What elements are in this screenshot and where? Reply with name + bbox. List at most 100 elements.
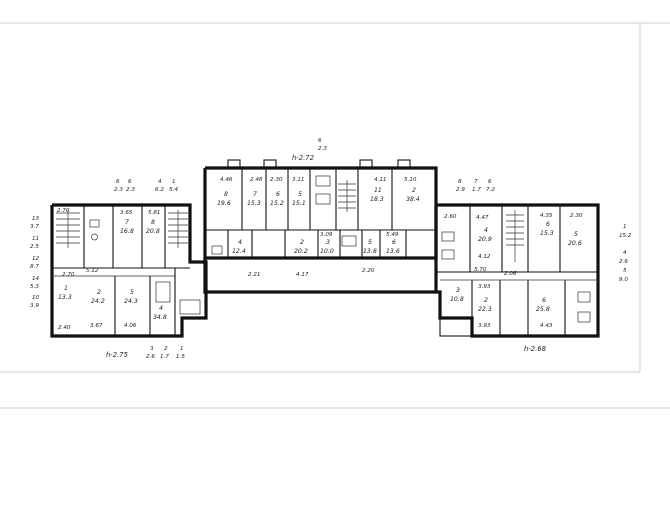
dimension: 4.43	[540, 323, 553, 329]
axis-mark: 6	[128, 179, 132, 185]
svg-text:24.2: 24.2	[91, 298, 105, 305]
room-label: 220.2	[294, 239, 308, 255]
room-label: 819.6	[217, 191, 231, 207]
dimension: 3.65	[120, 210, 133, 216]
svg-text:8: 8	[151, 219, 155, 226]
central-partitions	[205, 159, 436, 258]
svg-text:2: 2	[300, 239, 304, 246]
axis-mark: 1	[180, 346, 184, 352]
axis-mark: 2.5	[30, 244, 39, 250]
svg-text:15.3: 15.3	[540, 230, 554, 237]
axis-mark: 2.9	[456, 187, 465, 193]
room-labels: 716.8 820.8 113.3 224.2 524.3 434.8 819.…	[58, 187, 582, 321]
axis-mark: 6	[488, 179, 492, 185]
svg-text:11: 11	[374, 187, 382, 194]
room-label: 11 18.3	[370, 187, 384, 203]
axis-mark: 1.5	[176, 354, 185, 360]
svg-text:12.4: 12.4	[232, 248, 246, 255]
level-left: h-2.75	[106, 351, 128, 359]
axis-mark: 2.3	[126, 187, 135, 193]
svg-text:5: 5	[298, 191, 302, 198]
svg-text:5: 5	[368, 239, 372, 246]
room-label: 820.8	[146, 219, 160, 235]
room-label: 222.3	[478, 297, 492, 313]
room-label: 113.3	[58, 285, 72, 301]
svg-text:4: 4	[159, 305, 163, 312]
svg-text:4: 4	[238, 239, 242, 246]
svg-text:20.6: 20.6	[568, 240, 582, 247]
axis-mark: 4	[158, 179, 162, 185]
axis-mark: 1.7	[472, 187, 481, 193]
svg-text:15.1: 15.1	[292, 200, 306, 207]
dimension: 2.40	[58, 325, 71, 331]
svg-text:19.6: 19.6	[217, 200, 231, 207]
dimension: 3.11	[292, 177, 304, 183]
svg-text:15.2: 15.2	[270, 200, 284, 207]
axis-mark: 1	[623, 224, 627, 230]
room-label: 524.3	[124, 289, 138, 305]
dimension: 2.21	[248, 272, 260, 278]
room-label: 224.2	[91, 289, 105, 305]
axis-mark: 14	[32, 276, 40, 282]
dimension: 4.47	[476, 215, 489, 221]
axis-mark: 2	[164, 346, 168, 352]
svg-text:15.3: 15.3	[247, 200, 261, 207]
axis-mark: 2.3	[318, 146, 327, 152]
svg-text:2: 2	[412, 187, 416, 194]
room-label: 420.9	[478, 227, 492, 243]
room-label: 310.8	[450, 287, 464, 303]
svg-text:2: 2	[97, 289, 101, 296]
svg-text:20.2: 20.2	[294, 248, 308, 255]
room-label: 310.0	[320, 239, 334, 255]
svg-text:4: 4	[484, 227, 488, 234]
svg-text:13.3: 13.3	[58, 294, 72, 301]
axis-mark: 3.9	[30, 303, 39, 309]
axis-mark: 2.6	[146, 354, 155, 360]
dimension: 3.93	[478, 284, 491, 290]
svg-text:6: 6	[392, 239, 396, 246]
room-label: 613.6	[386, 239, 400, 255]
right-wing-partitions	[436, 205, 598, 337]
dimension: 2.60	[444, 214, 457, 220]
room-label: 615.2	[270, 191, 284, 207]
dimension: 2.48	[250, 177, 263, 183]
dimension: 2.70	[57, 208, 70, 214]
svg-text:3: 3	[326, 239, 330, 246]
axis-mark: 4	[623, 250, 627, 256]
axis-mark: 5.3	[30, 284, 39, 290]
room-label: 615.3	[540, 221, 554, 237]
dimension: 3.93	[478, 323, 491, 329]
svg-text:10.8: 10.8	[450, 296, 464, 303]
svg-text:20.9: 20.9	[478, 236, 492, 243]
dimension: 3.09	[320, 232, 333, 238]
svg-text:2: 2	[484, 297, 488, 304]
axis-mark: 7.2	[486, 187, 495, 193]
dimension: 2.30	[270, 177, 283, 183]
room-label: 434.8	[153, 305, 167, 321]
level-top: h-2.72	[292, 154, 314, 162]
axis-mark: 5.4	[169, 187, 178, 193]
svg-text:25.8: 25.8	[536, 306, 550, 313]
room-label: 513.8	[363, 239, 377, 255]
svg-text:18.3: 18.3	[370, 196, 384, 203]
axis-mark: 10	[32, 295, 40, 301]
axis-mark: 7	[474, 179, 478, 185]
axis-mark: 2.6	[619, 259, 628, 265]
svg-text:6: 6	[542, 297, 546, 304]
svg-text:13.6: 13.6	[386, 248, 400, 255]
svg-text:8: 8	[224, 191, 228, 198]
svg-text:3: 3	[456, 287, 460, 294]
dimension: 2.70	[62, 272, 75, 278]
axis-mark: 8.7	[30, 264, 39, 270]
svg-text:34.8: 34.8	[153, 314, 167, 321]
room-label: 716.8	[120, 219, 134, 235]
room-label: 520.6	[568, 231, 582, 247]
dimension: 4.12	[478, 254, 491, 260]
dimension-labels: 4.46 2.48 2.30 3.11 4.11 5.10 3.65 5.81 …	[57, 177, 583, 331]
dimension: 4.35	[540, 213, 553, 219]
dimension: 4.46	[220, 177, 233, 183]
dimension: 2.30	[570, 213, 583, 219]
svg-text:10.0: 10.0	[320, 248, 334, 255]
axis-mark: 9.0	[619, 277, 628, 283]
